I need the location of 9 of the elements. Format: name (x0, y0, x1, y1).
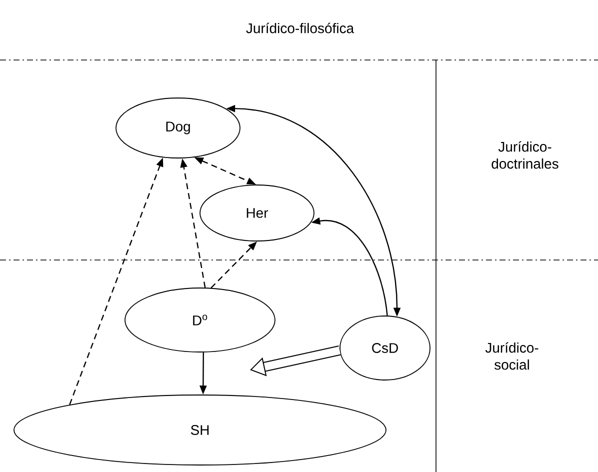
ellipse-node: SH (14, 394, 386, 466)
ellipse-node: Her (200, 184, 314, 242)
ellipse-node: Dog (116, 98, 240, 158)
ellipse-node: D$^{o}$ (124, 288, 276, 352)
zone-label: Jurídico-doctrinales (492, 141, 558, 169)
ellipse-node: CsD (340, 316, 430, 380)
zone-label: Jurídico-filosófica (246, 22, 354, 34)
block-arrow (250, 346, 341, 376)
zone-label: Jurídico-social (485, 342, 538, 370)
